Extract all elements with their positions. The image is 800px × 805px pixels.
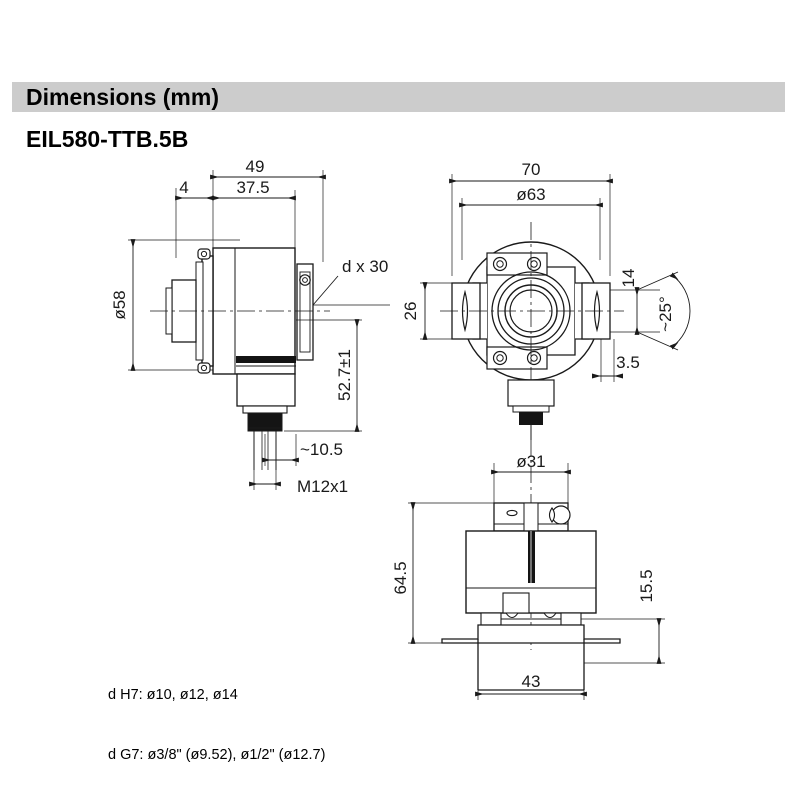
side-view-geometry (128, 170, 390, 490)
top-view-geometry (408, 440, 665, 700)
dim-collar-diameter: ø31 (516, 452, 545, 471)
dim-connector-offset: ~10.5 (300, 440, 343, 459)
dim-connector-height: 52.7±1 (335, 349, 354, 401)
dim-base-width: 43 (522, 672, 541, 691)
dim-base-offset: 15.5 (637, 569, 656, 602)
model-name-title: EIL580-TTB.5B (26, 126, 189, 152)
page-title: Dimensions (mm) (26, 84, 219, 110)
shaft-tolerance-notes: d H7: ø10, ø12, ø14 d G7: ø3/8" (ø9.52),… (108, 645, 325, 805)
dim-flange-diameter: ø58 (110, 290, 129, 319)
dim-slot-offset: 14 (619, 269, 638, 288)
dim-body-diameter: ø63 (516, 185, 545, 204)
front-view-geometry (420, 174, 691, 440)
dim-overall-height: 64.5 (391, 561, 410, 594)
dim-slot-height: 26 (401, 302, 420, 321)
dim-shaft-note: d x 30 (342, 257, 388, 276)
dim-body-length: 37.5 (236, 178, 269, 197)
note-h7: d H7: ø10, ø12, ø14 (108, 687, 238, 703)
section-header-bar (12, 82, 785, 112)
dim-tab-thickness: 3.5 (616, 353, 640, 372)
note-g7: d G7: ø3/8" (ø9.52), ø1/2" (ø12.7) (108, 747, 326, 763)
dimension-labels: 49 37.5 4 ø58 d x 30 52.7±1 ~10.5 M12x1 … (110, 157, 675, 691)
dim-thread: M12x1 (297, 477, 348, 496)
dim-overall-width: 70 (522, 160, 541, 179)
dim-flange-thickness: 4 (179, 178, 188, 197)
dim-slot-angle: ~25° (656, 296, 675, 332)
dim-overall-length: 49 (246, 157, 265, 176)
